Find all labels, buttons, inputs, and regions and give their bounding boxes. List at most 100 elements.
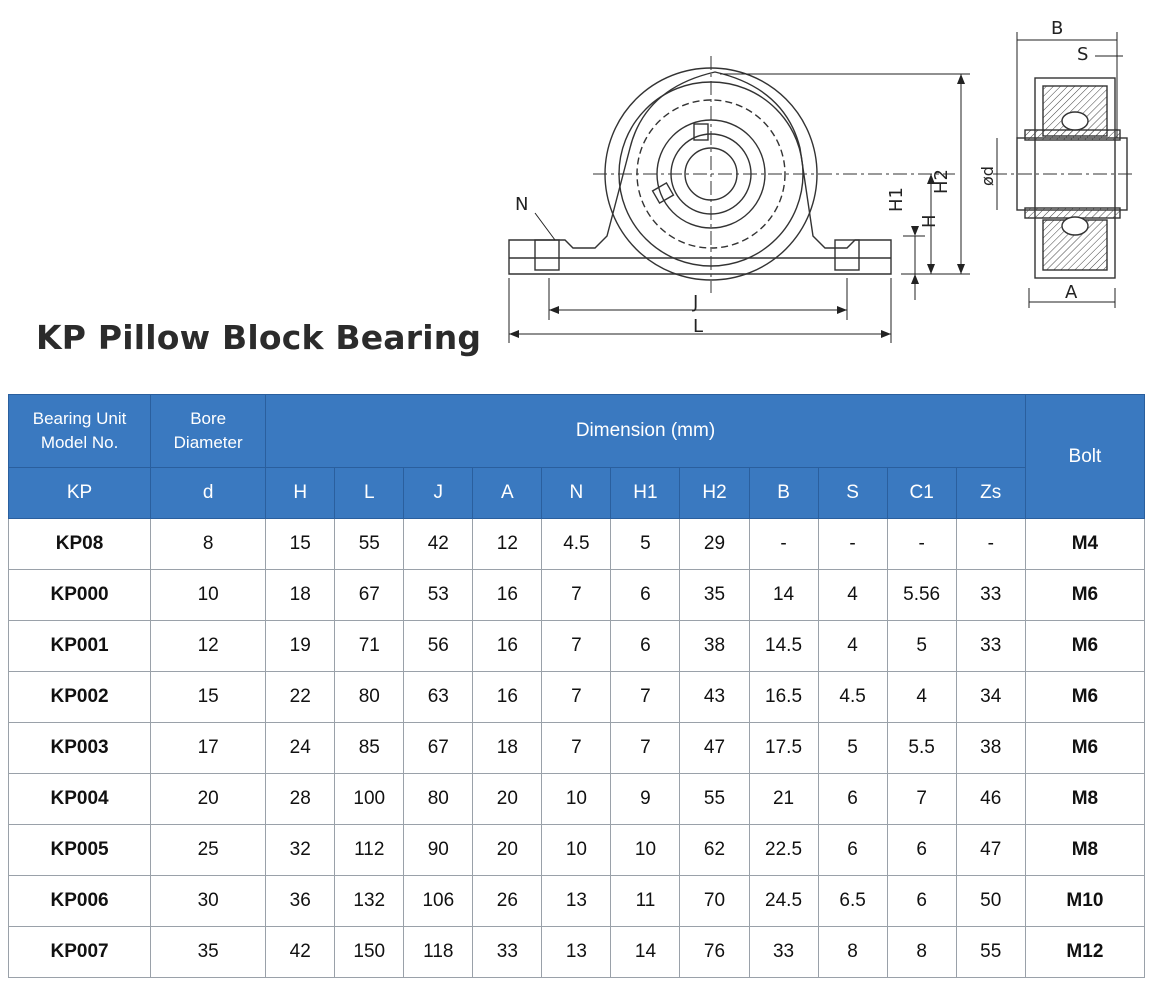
subheader-dim: C1 bbox=[886, 467, 957, 519]
label-s: S bbox=[1077, 44, 1088, 65]
subheader-dim: J bbox=[403, 467, 474, 519]
cell-bolt: M12 bbox=[1024, 926, 1146, 978]
cell-dim: 22 bbox=[265, 671, 336, 723]
cell-dim: 70 bbox=[679, 875, 750, 927]
cell-dim: 76 bbox=[679, 926, 750, 978]
cell-dim: 80 bbox=[403, 773, 474, 825]
cell-dim: 5 bbox=[886, 620, 957, 672]
cell-dim: 6 bbox=[610, 569, 681, 621]
header-bore: Bore Diameter bbox=[150, 394, 267, 468]
subheader-dim: B bbox=[748, 467, 819, 519]
header-model: Bearing Unit Model No. bbox=[7, 394, 152, 468]
cell-dim: 80 bbox=[334, 671, 405, 723]
cell-dim: 67 bbox=[334, 569, 405, 621]
cell-dim: 13 bbox=[541, 926, 612, 978]
cell-dim: 42 bbox=[403, 518, 474, 570]
cell-dim: 42 bbox=[265, 926, 336, 978]
cell-model: KP007 bbox=[7, 926, 152, 978]
cell-dim: 14.5 bbox=[748, 620, 819, 672]
cell-dim: 10 bbox=[610, 824, 681, 876]
cell-dim: 47 bbox=[955, 824, 1026, 876]
cell-dim: 112 bbox=[334, 824, 405, 876]
label-b: B bbox=[1051, 18, 1063, 39]
cell-dim: 12 bbox=[472, 518, 543, 570]
cell-dim: 11 bbox=[610, 875, 681, 927]
cell-bore: 20 bbox=[150, 773, 267, 825]
cell-bolt: M6 bbox=[1024, 569, 1146, 621]
subheader-dim: H1 bbox=[610, 467, 681, 519]
cell-dim: 55 bbox=[955, 926, 1026, 978]
cell-dim: 16 bbox=[472, 569, 543, 621]
cell-bore: 17 bbox=[150, 722, 267, 774]
cell-dim: 47 bbox=[679, 722, 750, 774]
cell-dim: 7 bbox=[541, 620, 612, 672]
cell-dim: 132 bbox=[334, 875, 405, 927]
cell-dim: 8 bbox=[886, 926, 957, 978]
cell-dim: 17.5 bbox=[748, 722, 819, 774]
cell-dim: 35 bbox=[679, 569, 750, 621]
cell-dim: 7 bbox=[610, 722, 681, 774]
cell-dim: 29 bbox=[679, 518, 750, 570]
cell-dim: 13 bbox=[541, 875, 612, 927]
subheader-dim: L bbox=[334, 467, 405, 519]
label-l: L bbox=[693, 316, 703, 337]
cell-dim: 28 bbox=[265, 773, 336, 825]
subheader-dim: N bbox=[541, 467, 612, 519]
cell-dim: 38 bbox=[955, 722, 1026, 774]
cell-dim: 5.5 bbox=[886, 722, 957, 774]
subheader-dim: A bbox=[472, 467, 543, 519]
cell-model: KP004 bbox=[7, 773, 152, 825]
page-title: KP Pillow Block Bearing bbox=[36, 318, 482, 357]
cell-dim: 16 bbox=[472, 671, 543, 723]
cell-bore: 25 bbox=[150, 824, 267, 876]
cell-bore: 30 bbox=[150, 875, 267, 927]
cell-dim: 14 bbox=[610, 926, 681, 978]
cell-dim: - bbox=[817, 518, 888, 570]
cell-dim: 9 bbox=[610, 773, 681, 825]
cell-dim: 53 bbox=[403, 569, 474, 621]
cell-bolt: M6 bbox=[1024, 620, 1146, 672]
cell-dim: 4.5 bbox=[541, 518, 612, 570]
cell-dim: 7 bbox=[886, 773, 957, 825]
cell-bore: 10 bbox=[150, 569, 267, 621]
cell-dim: 14 bbox=[748, 569, 819, 621]
cell-dim: 5.56 bbox=[886, 569, 957, 621]
cell-dim: 150 bbox=[334, 926, 405, 978]
cell-dim: 6 bbox=[886, 824, 957, 876]
cell-bore: 15 bbox=[150, 671, 267, 723]
cell-model: KP006 bbox=[7, 875, 152, 927]
cell-dim: 7 bbox=[610, 671, 681, 723]
cell-model: KP002 bbox=[7, 671, 152, 723]
cell-dim: 5 bbox=[817, 722, 888, 774]
cell-dim: 43 bbox=[679, 671, 750, 723]
cell-dim: 6 bbox=[610, 620, 681, 672]
cell-dim: 71 bbox=[334, 620, 405, 672]
cell-dim: 21 bbox=[748, 773, 819, 825]
cell-dim: 24.5 bbox=[748, 875, 819, 927]
cell-model: KP08 bbox=[7, 518, 152, 570]
cell-dim: 6 bbox=[817, 824, 888, 876]
cell-model: KP003 bbox=[7, 722, 152, 774]
cell-dim: 33 bbox=[955, 620, 1026, 672]
cell-dim: 26 bbox=[472, 875, 543, 927]
subheader-dim: H2 bbox=[679, 467, 750, 519]
cell-dim: 5 bbox=[610, 518, 681, 570]
cell-dim: 62 bbox=[679, 824, 750, 876]
cell-dim: 4 bbox=[817, 569, 888, 621]
label-h2: H2 bbox=[931, 169, 952, 194]
header-bolt: Bolt bbox=[1024, 394, 1146, 519]
cell-dim: 10 bbox=[541, 824, 612, 876]
label-j: J bbox=[692, 292, 698, 313]
cell-dim: 22.5 bbox=[748, 824, 819, 876]
subheader-bore: d bbox=[150, 467, 267, 519]
label-h: H bbox=[919, 214, 940, 228]
cell-dim: 38 bbox=[679, 620, 750, 672]
cell-dim: 56 bbox=[403, 620, 474, 672]
